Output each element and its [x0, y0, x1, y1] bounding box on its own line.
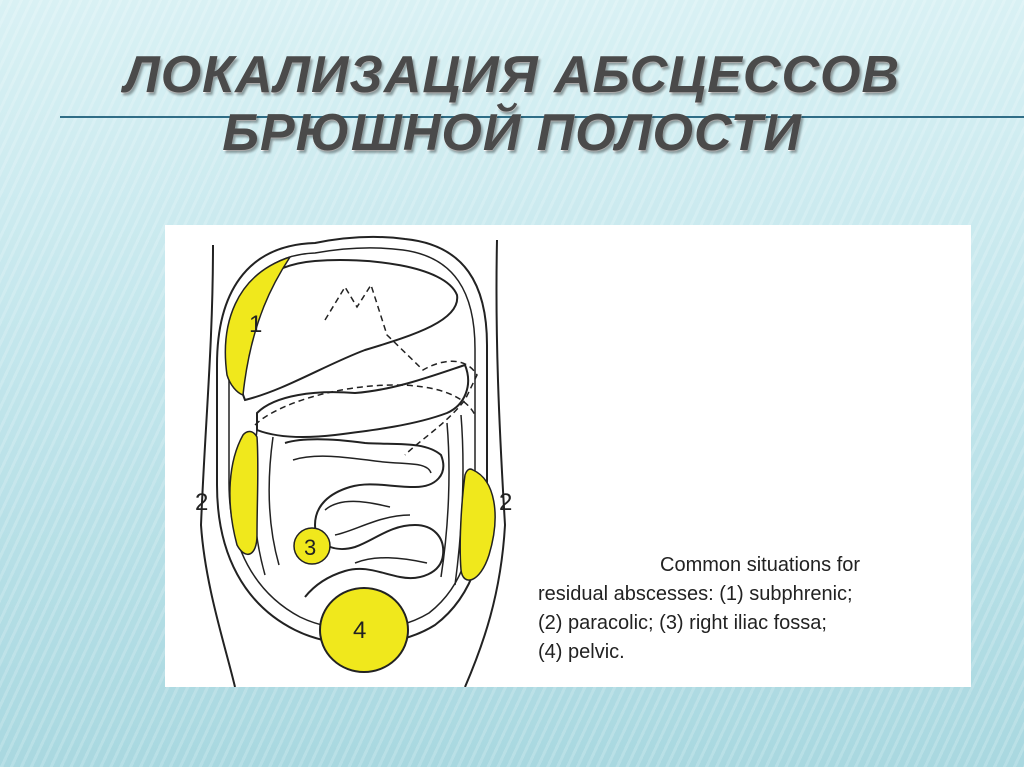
abscess-paracolic-right: [229, 430, 259, 555]
transverse-colon: [256, 363, 470, 439]
caption-line-2: residual abscesses: (1) subphrenic;: [538, 583, 853, 605]
liver: [233, 259, 459, 402]
abscess-pelvic: [319, 587, 409, 673]
label-right-iliac: 3: [304, 535, 316, 560]
peritoneum-dashed: [254, 384, 476, 426]
body-outline-right: [464, 239, 507, 687]
abscess-paracolic-left: [459, 468, 496, 581]
abdomen-diagram: 1 2 2 3 4: [195, 235, 512, 687]
label-subphrenic: 1: [249, 311, 262, 338]
abscess-right-iliac: [293, 527, 331, 565]
small-bowel-inner: [292, 455, 432, 564]
caption-line-4: (4) pelvic.: [538, 641, 625, 663]
slide-title-line-1: ЛОКАЛИЗАЦИЯ АБСЦЕССОВ: [123, 46, 900, 104]
label-pelvic: 4: [353, 617, 366, 644]
abdominal-abscess-figure: 1 2 2 3 4 Common situations for residual…: [165, 225, 971, 687]
label-paracolic-right: 2: [195, 489, 208, 516]
small-bowel: [284, 438, 445, 598]
stomach-dashed: [324, 283, 478, 456]
caption-line-1: Common situations for: [660, 554, 861, 576]
body-outline: [199, 244, 236, 687]
abscess-subphrenic: [224, 255, 292, 397]
peritoneal-outline-outer: [216, 235, 488, 646]
peritoneal-outline-inner: [228, 247, 476, 631]
caption-line-3: (2) paracolic; (3) right iliac fossa;: [538, 612, 827, 634]
label-paracolic-left: 2: [499, 489, 512, 516]
figure-caption: Common situations for residual abscesses…: [538, 551, 958, 667]
slide-title-line-2: БРЮШНОЙ ПОЛОСТИ: [222, 104, 802, 162]
